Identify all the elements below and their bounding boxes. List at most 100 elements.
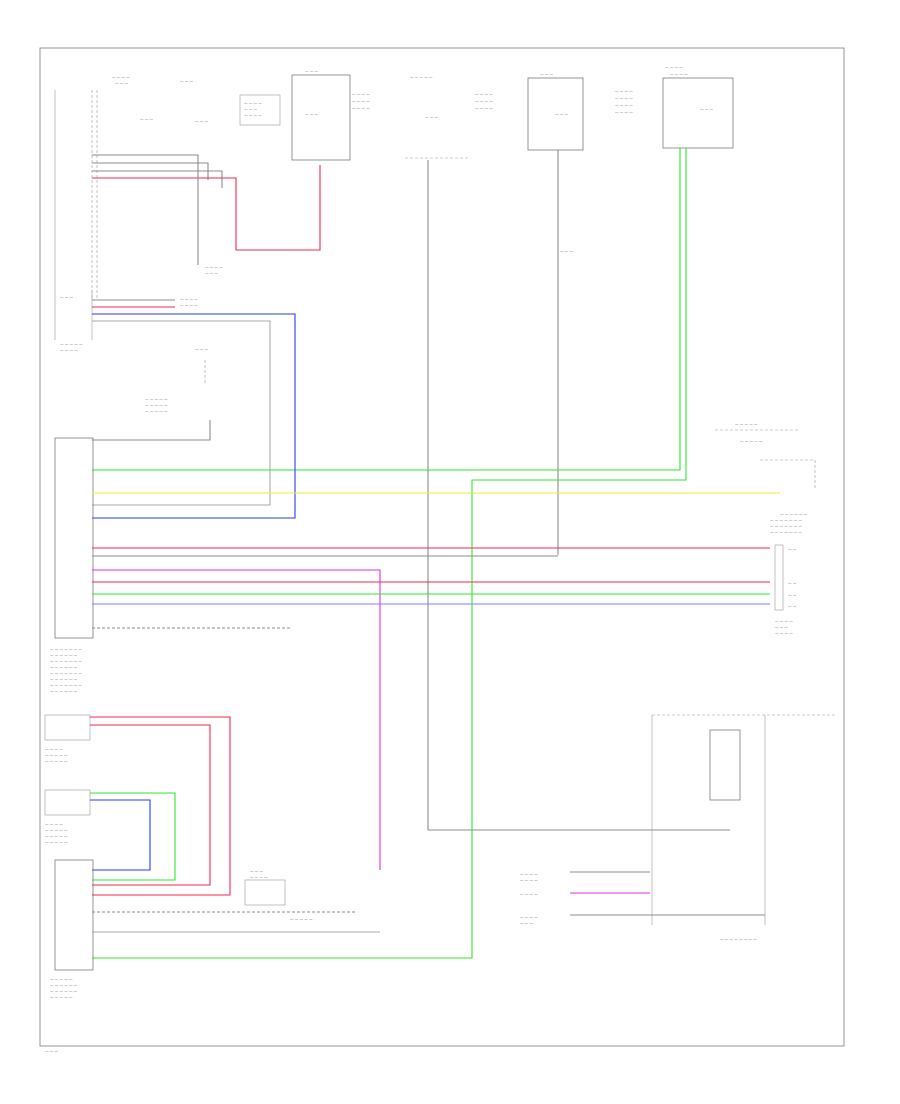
svg-text:— — — —: — — — — <box>352 106 370 110</box>
svg-text:— — —: — — — <box>180 79 193 83</box>
svg-text:— — —: — — — <box>520 921 533 925</box>
svg-text:— —: — — <box>788 547 797 551</box>
center-left-sensor: — — — — — — — — — — — — — — — — — — <box>92 347 211 441</box>
svg-text:— — — —: — — — — <box>775 631 793 635</box>
svg-text:— — — — — —: — — — — — — <box>50 677 78 681</box>
svg-text:— — —: — — — <box>244 107 257 111</box>
top-right-module: — — — — — — — — — — — <box>662 65 734 149</box>
svg-text:— — — —: — — — — <box>615 89 633 93</box>
tpms-receiver-module: — — — — — — — — — — — — — — — — — — — — … <box>50 437 94 693</box>
svg-text:— — — —: — — — — <box>205 265 223 269</box>
top-left-sensor-group: — — — — — — — — — — — — — — — — <box>54 75 208 340</box>
svg-text:— — —: — — — <box>140 117 153 121</box>
svg-text:— — —: — — — <box>775 625 788 629</box>
svg-text:— — — —: — — — — <box>352 99 370 103</box>
svg-text:— —: — — <box>788 581 797 585</box>
svg-text:— — — —: — — — — <box>60 348 78 352</box>
svg-text:— — — —: — — — — <box>520 892 538 896</box>
svg-text:— — —: — — — <box>60 295 73 299</box>
top-center-left-module: — — — — — — — — — — — — — — — — — — <box>291 69 370 161</box>
svg-text:— — — —: — — — — <box>244 113 262 117</box>
svg-text:— — —: — — — <box>115 81 128 85</box>
svg-text:— — — —: — — — — <box>775 619 793 623</box>
lower-left-sensor-middle: — — — — — — — — — — — — — — — — — — — <box>44 789 176 881</box>
svg-text:— — — —: — — — — <box>475 106 493 110</box>
right-top-sensor: — — — — — — — — — — — — — — — — — — — — … <box>715 422 816 534</box>
corner-label: — — — <box>45 1049 58 1053</box>
svg-text:— — — —: — — — — <box>615 110 633 114</box>
svg-text:— — — —: — — — — <box>180 297 198 301</box>
svg-text:— — — —: — — — — <box>520 878 538 882</box>
svg-text:— —: — — <box>788 593 797 597</box>
svg-text:— — — — —: — — — — — <box>290 917 313 921</box>
svg-text:— — — —: — — — — <box>45 822 63 826</box>
svg-text:— — —: — — — <box>700 107 713 111</box>
svg-text:— — — —: — — — — <box>244 101 262 105</box>
svg-text:— — — —: — — — — <box>615 103 633 107</box>
svg-text:— — — — —: — — — — — <box>735 422 758 426</box>
svg-text:— — — — — — —: — — — — — — — <box>50 683 82 687</box>
svg-text:— — — — —: — — — — — <box>45 840 68 844</box>
svg-text:— — — — —: — — — — — <box>45 828 68 832</box>
svg-text:— — — — — —: — — — — — — <box>780 512 808 516</box>
svg-text:— — — —: — — — — <box>250 875 268 879</box>
connector-block-mid-left: — — — — — — — — — — — — — — — — — — — — <box>60 290 296 519</box>
module-horizontal-wires <box>92 492 780 870</box>
svg-text:— — — —: — — — — <box>520 872 538 876</box>
svg-text:— — —: — — — <box>195 119 208 123</box>
svg-text:— — — — —: — — — — — <box>145 409 168 413</box>
svg-text:— — — —: — — — — <box>352 92 370 96</box>
svg-text:— — — —: — — — — <box>112 75 130 79</box>
svg-text:— — — — — —: — — — — — — <box>50 653 78 657</box>
lower-left-sensor-top: — — — — — — — — — — — — — — <box>44 714 231 896</box>
left-relay-block: — — — — — — — — — — — <box>239 94 281 126</box>
svg-text:— — — — —: — — — — — <box>145 397 168 401</box>
svg-text:— — —: — — — <box>540 72 553 76</box>
svg-text:— — — — —: — — — — — <box>45 759 68 763</box>
svg-text:— — — — — — —: — — — — — — — <box>50 671 82 675</box>
wire-label-right-vertical: — — — <box>560 249 573 253</box>
top-right-relay: — — — — — — — — — — — — — — — — — — — — … <box>527 72 633 151</box>
green-wires-top-right <box>92 148 687 959</box>
svg-text:— — — — —: — — — — — <box>145 403 168 407</box>
svg-text:— — — —: — — — — <box>615 96 633 100</box>
svg-text:— — — — — — —: — — — — — — — <box>770 530 802 534</box>
svg-text:— — — — —: — — — — — <box>50 977 73 981</box>
svg-text:— — — — —: — — — — — <box>60 342 83 346</box>
svg-text:— — — —: — — — — <box>45 747 63 751</box>
svg-text:— — — —: — — — — <box>180 303 198 307</box>
svg-text:— — —: — — — <box>305 112 318 116</box>
svg-text:— — — — — — —: — — — — — — — <box>50 647 82 651</box>
svg-text:— — — — — — — —: — — — — — — — — <box>720 937 757 941</box>
svg-text:— — — —: — — — — <box>475 92 493 96</box>
svg-text:— —: — — <box>788 604 797 608</box>
top-center-module: — — — — — — — — — — — — — — — — — — — — <box>405 75 493 159</box>
lower-center-sensor: — — — — — — — — — — — — <box>244 869 313 921</box>
svg-text:— — — —: — — — — <box>475 99 493 103</box>
svg-text:— — — — — —: — — — — — — <box>50 665 78 669</box>
svg-text:— — — —: — — — — <box>665 65 683 69</box>
svg-text:— — — —: — — — — <box>520 915 538 919</box>
svg-text:— — —: — — — <box>425 115 438 119</box>
svg-text:— — — — — —: — — — — — — <box>50 989 78 993</box>
svg-text:— — — —: — — — — <box>670 72 688 76</box>
svg-text:— — — — — — —: — — — — — — — <box>50 659 82 663</box>
svg-text:— — — — — —: — — — — — — <box>50 689 78 693</box>
lower-left-module: — — — — — — — — — — — — — — — — — — — — … <box>50 859 380 999</box>
svg-text:— — — — — — —: — — — — — — — <box>770 518 802 522</box>
svg-text:— — —: — — — <box>205 271 218 275</box>
svg-text:— — — — —: — — — — — <box>45 834 68 838</box>
svg-text:— — — — — — —: — — — — — — — <box>770 524 802 528</box>
top-left-black-wires: — — — — — — — <box>92 154 321 275</box>
svg-text:— — — — — —: — — — — — — <box>50 983 78 987</box>
right-side-connector: — — — — — — — — — — — — — — — — — — — <box>774 544 797 635</box>
svg-text:— — —: — — — <box>250 869 263 873</box>
svg-text:— — — — —: — — — — — <box>740 439 763 443</box>
svg-text:— — —: — — — <box>555 112 568 116</box>
svg-text:— — —: — — — <box>195 347 208 351</box>
diagram-frame <box>39 47 845 1047</box>
svg-text:— — —: — — — <box>305 69 318 73</box>
svg-text:— — — — —: — — — — — <box>45 753 68 757</box>
